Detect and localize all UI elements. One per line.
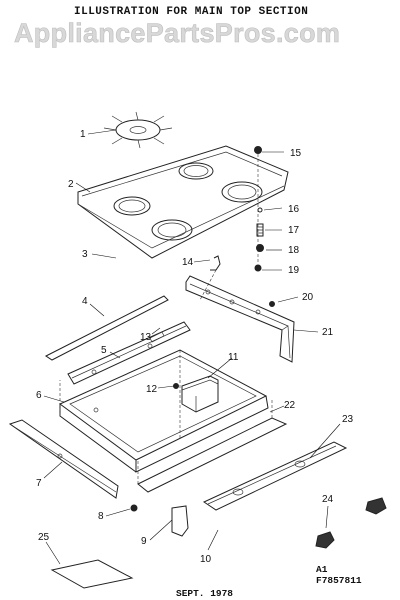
burner-box [59, 349, 269, 473]
main-top-panel [77, 145, 289, 259]
leader-lines [43, 129, 341, 565]
callout-9: 9 [141, 536, 147, 547]
callout-7: 7 [36, 478, 42, 489]
callout-13: 13 [140, 332, 152, 343]
callout-12: 12 [146, 384, 158, 395]
callout-8: 8 [98, 511, 104, 522]
callout-4: 4 [82, 296, 88, 307]
callout-16: 16 [288, 204, 300, 215]
center-bracket [181, 375, 219, 413]
callout-15: 15 [290, 148, 302, 159]
footer-code-line2: F7857811 [316, 575, 362, 586]
callout-5: 5 [101, 345, 107, 356]
rear-bracket [185, 275, 295, 363]
footer-code-line1: A1 [316, 564, 328, 575]
callout-19: 19 [288, 265, 300, 276]
callout-10: 10 [200, 554, 212, 565]
callout-20: 20 [302, 292, 314, 303]
callout-18: 18 [288, 245, 300, 256]
callout-17: 17 [288, 225, 300, 236]
callout-14: 14 [182, 257, 194, 268]
lower-rail [202, 441, 348, 511]
callout-21: 21 [322, 327, 334, 338]
callout-11: 11 [228, 352, 239, 363]
watermark-text: AppliancePartsPros.com [14, 18, 340, 48]
front-trim [8, 419, 119, 499]
callout-6: 6 [36, 390, 42, 401]
callout-3: 3 [82, 249, 88, 260]
screw-12 [173, 383, 179, 389]
callout-1: 1 [80, 129, 86, 140]
hardware-stack [254, 146, 264, 272]
bottom-tray [137, 400, 288, 493]
wire-25 [50, 559, 134, 589]
bracket-9 [171, 505, 189, 537]
front-brace [67, 321, 191, 385]
screw-8 [130, 504, 138, 512]
footer-date: SEPT. 1978 [176, 588, 233, 599]
clip-14 [210, 255, 221, 271]
callout-2: 2 [68, 179, 74, 190]
side-rail [45, 295, 169, 361]
callout-25: 25 [38, 532, 50, 543]
callout-24: 24 [322, 494, 334, 505]
callout-22: 22 [284, 400, 296, 411]
diagram-title: ILLUSTRATION FOR MAIN TOP SECTION [74, 6, 308, 18]
callout-23: 23 [342, 414, 354, 425]
leveling-feet [315, 497, 387, 549]
